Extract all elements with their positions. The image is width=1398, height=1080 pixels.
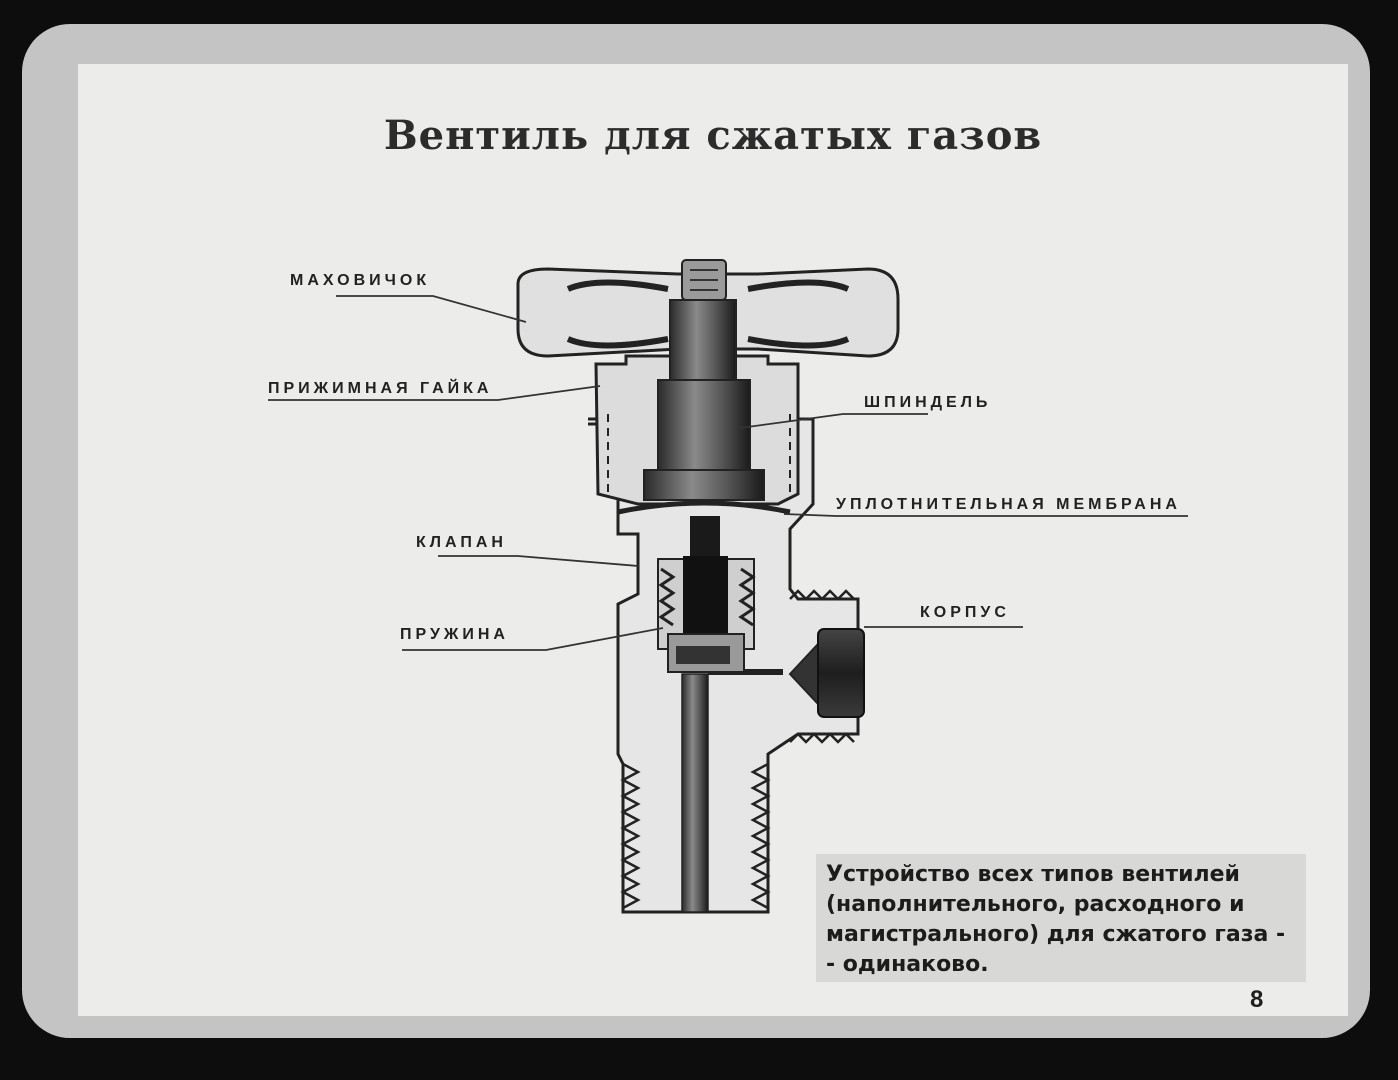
- label-handwheel: МАХОВИЧОК: [290, 272, 431, 289]
- label-body: КОРПУС: [920, 604, 1010, 621]
- slide-frame: Вентиль для сжатых газов: [22, 24, 1370, 1038]
- valve-stem-assembly: [657, 516, 755, 673]
- leader-lines: [268, 295, 1188, 651]
- page-number: 8: [1250, 986, 1264, 1013]
- label-valve: КЛАПАН: [416, 534, 507, 551]
- label-membrane: УПЛОТНИТЕЛЬНАЯ МЕМБРАНА: [836, 496, 1181, 513]
- sealing-membrane: [617, 500, 791, 515]
- description-note: Устройство всех типов вентилей (наполнит…: [816, 854, 1306, 982]
- outlet-nozzle: [788, 628, 865, 718]
- label-spindle: ШПИНДЕЛЬ: [864, 394, 992, 411]
- slide-title: Вентиль для сжатых газов: [383, 112, 1043, 159]
- label-spring: ПРУЖИНА: [400, 626, 509, 643]
- slide-card: Вентиль для сжатых газов: [78, 64, 1348, 1016]
- spindle: [643, 299, 765, 501]
- note-line: Устройство всех типов вентилей: [826, 862, 1240, 887]
- note-line: - одинаково.: [826, 952, 989, 977]
- note-line: магистрального) для сжатого газа -: [826, 922, 1286, 947]
- valve-cross-section-diagram: [268, 259, 1188, 914]
- label-clamp-nut: ПРИЖИМНАЯ ГАЙКА: [268, 380, 493, 397]
- spring: [658, 567, 756, 627]
- note-line: (наполнительного, расходного и: [826, 892, 1245, 917]
